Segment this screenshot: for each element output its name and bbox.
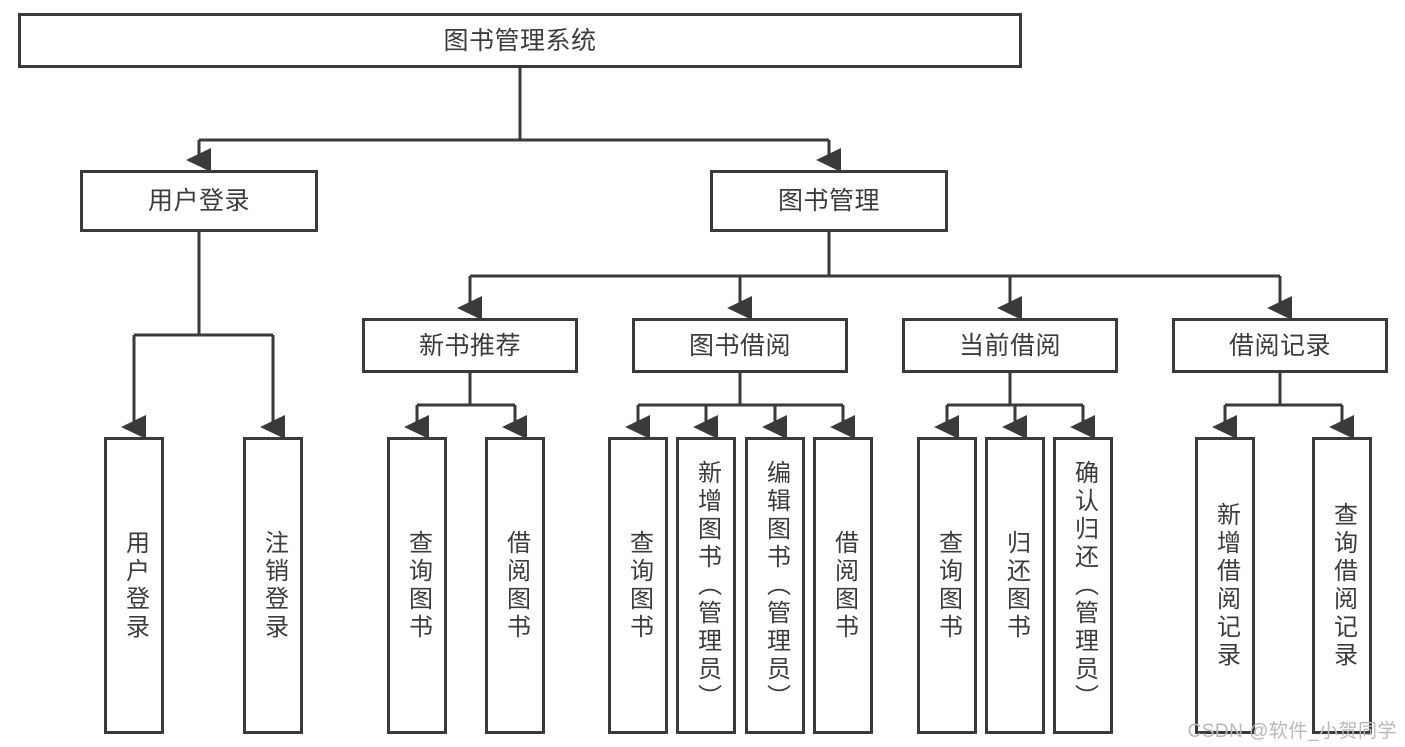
node-borrow-record-label: 借阅记录 bbox=[1228, 331, 1331, 360]
leaf-node-label: 查询图书 bbox=[625, 529, 653, 642]
leaf-node-label: 查询借阅记录 bbox=[1329, 501, 1357, 670]
leaf-node-label: 新增借阅记录 bbox=[1212, 501, 1240, 670]
leaf-node[interactable]: 新增借阅记录 bbox=[1195, 437, 1255, 734]
node-book-borrow[interactable]: 图书借阅 bbox=[632, 318, 848, 373]
leaf-node[interactable]: 用户登录 bbox=[104, 437, 164, 734]
leaf-node[interactable]: 新增图书（管理员） bbox=[676, 437, 736, 734]
node-book-management[interactable]: 图书管理 bbox=[710, 170, 948, 232]
node-user-login[interactable]: 用户登录 bbox=[80, 170, 318, 232]
leaf-node-label: 借阅图书 bbox=[502, 529, 530, 642]
leaf-node[interactable]: 编辑图书（管理员） bbox=[745, 437, 805, 734]
leaf-node-label: 新增图书（管理员） bbox=[693, 459, 721, 712]
leaf-node[interactable]: 注销登录 bbox=[243, 437, 303, 734]
node-current-borrow[interactable]: 当前借阅 bbox=[902, 318, 1118, 373]
leaf-node[interactable]: 归还图书 bbox=[985, 437, 1045, 734]
node-user-login-label: 用户登录 bbox=[147, 187, 250, 215]
leaf-node-label: 借阅图书 bbox=[830, 529, 858, 642]
leaf-node-label: 编辑图书（管理员） bbox=[762, 459, 790, 712]
node-book-management-label: 图书管理 bbox=[777, 187, 880, 215]
node-new-book-recommend-label: 新书推荐 bbox=[418, 331, 521, 360]
leaf-node[interactable]: 确认归还（管理员） bbox=[1053, 437, 1113, 734]
node-borrow-record[interactable]: 借阅记录 bbox=[1172, 318, 1388, 373]
leaf-node-label: 查询图书 bbox=[404, 529, 432, 642]
leaf-node-label: 确认归还（管理员） bbox=[1070, 459, 1098, 712]
node-book-borrow-label: 图书借阅 bbox=[688, 331, 791, 360]
leaf-node[interactable]: 查询图书 bbox=[917, 437, 977, 734]
leaf-node[interactable]: 借阅图书 bbox=[813, 437, 873, 734]
node-new-book-recommend[interactable]: 新书推荐 bbox=[362, 318, 578, 373]
leaf-node[interactable]: 查询图书 bbox=[608, 437, 668, 734]
leaf-node-label: 查询图书 bbox=[934, 529, 962, 642]
node-root[interactable]: 图书管理系统 bbox=[18, 13, 1022, 68]
leaf-node-label: 用户登录 bbox=[121, 529, 149, 642]
leaf-node-label: 归还图书 bbox=[1002, 529, 1030, 642]
leaf-node[interactable]: 查询图书 bbox=[387, 437, 447, 734]
node-root-label: 图书管理系统 bbox=[443, 26, 597, 55]
leaf-node[interactable]: 借阅图书 bbox=[485, 437, 545, 734]
node-current-borrow-label: 当前借阅 bbox=[958, 331, 1061, 360]
leaf-node[interactable]: 查询借阅记录 bbox=[1312, 437, 1372, 734]
leaf-node-label: 注销登录 bbox=[260, 529, 288, 642]
